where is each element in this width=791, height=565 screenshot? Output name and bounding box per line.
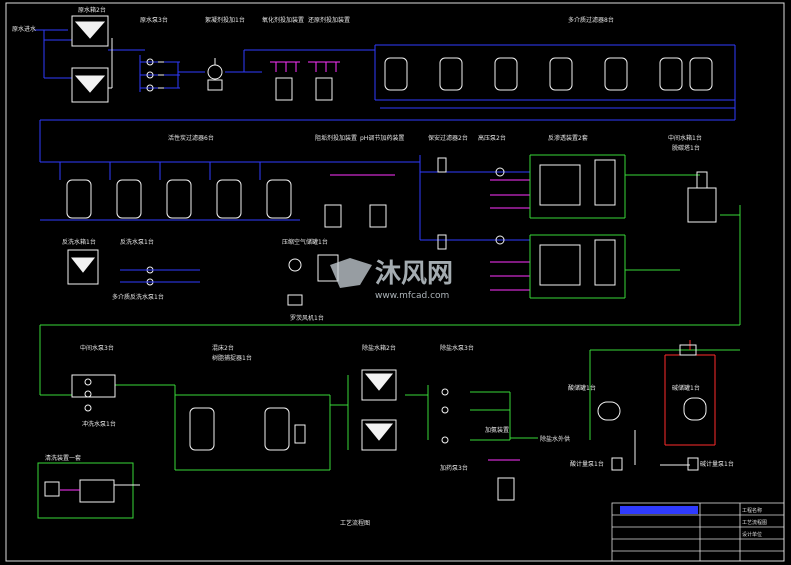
title-block-drawing-name: 工艺流程图	[742, 519, 767, 526]
watermark-brand: 沐风网	[375, 259, 453, 289]
label-mixed-bed: 混床2台	[212, 344, 234, 352]
label-carbon-filter: 活性炭过滤器6台	[168, 134, 214, 142]
label-dosing-pump: 加药泵3台	[440, 464, 468, 472]
raw-water-tanks	[71, 15, 109, 103]
label-raw-tank: 原水箱2台	[78, 6, 106, 14]
activated-carbon-filters	[66, 179, 292, 219]
label-backwash-tank: 反洗水箱1台	[62, 238, 96, 246]
row2-pipes	[39, 154, 741, 395]
mixed-bed-units	[189, 407, 306, 451]
row1-pipes	[34, 29, 736, 162]
label-mid-pump: 中间水泵3台	[80, 344, 114, 352]
multimedia-filters	[384, 57, 713, 91]
label-pure-pump: 除盐水泵3台	[440, 344, 474, 352]
label-security-filter: 保安过滤器2台	[428, 134, 468, 142]
title-block	[611, 502, 785, 562]
label-flush-pump: 冲洗水泵1台	[82, 420, 116, 428]
watermark-logo-icon	[330, 258, 372, 288]
watermark-url: www.mfcad.com	[375, 291, 449, 301]
raw-water-pumps	[146, 58, 164, 92]
label-flocculant: 絮凝剂投加1台	[205, 16, 245, 24]
mid-water-pumps	[71, 374, 116, 412]
label-intermediate-tank: 中间水箱1台	[668, 134, 702, 142]
pure-water-pumps	[441, 388, 449, 444]
flocculant-mixer	[207, 58, 223, 91]
security-filters	[437, 157, 505, 250]
cleaning-system-box	[37, 462, 140, 519]
label-acid-tank: 酸储罐1台	[568, 384, 596, 392]
oxidant-reductant-dosing	[270, 61, 340, 101]
label-inlet: 原水进水	[12, 25, 36, 33]
label-scale: 阻垢剂投加装置	[315, 134, 357, 142]
label-alkali-pump: 碱计量泵1台	[700, 460, 734, 468]
label-ammonia: 加氨装置	[485, 426, 509, 434]
label-mixed-bed-regen: 树脂捕捉器1台	[212, 354, 252, 362]
label-mm-backwash-pump: 多介质反洗水泵1台	[112, 293, 164, 301]
label-reductant: 还原剂投加装置	[308, 16, 350, 24]
compressed-air-unit	[287, 254, 339, 306]
degasser-tower	[687, 171, 717, 223]
label-degasser: 脱碳塔1台	[672, 144, 700, 152]
title-block-banner	[620, 506, 698, 514]
label-to-user: 除盐水外供	[540, 435, 570, 443]
title-block-project: 工程名称	[742, 507, 762, 514]
ro-units	[539, 159, 616, 286]
label-acid-pump: 酸计量泵1台	[570, 460, 604, 468]
scale-ph-dosing	[324, 204, 387, 228]
label-pure-tank: 除盐水箱2台	[362, 344, 396, 352]
label-oxidant: 氧化剂投加装置	[262, 16, 304, 24]
label-compressed-air: 压缩空气储罐1台	[282, 238, 328, 246]
title-block-company: 设计单位	[742, 531, 762, 538]
pure-water-tanks	[361, 369, 397, 451]
label-alkali-tank: 碱储罐1台	[672, 384, 700, 392]
label-backwash-pump: 反洗水泵1台	[120, 238, 154, 246]
label-ro: 反渗透装置2套	[548, 134, 588, 142]
label-blower: 罗茨风机1台	[290, 314, 324, 322]
backwash-equipment	[67, 249, 200, 286]
ammonia-dosing-unit	[488, 459, 520, 501]
label-multimedia-filter: 多介质过滤器8台	[568, 16, 614, 24]
watermark: 沐风网 www.mfcad.com	[330, 258, 453, 301]
label-hp-pump: 高压泵2台	[478, 134, 506, 142]
row3-pipes	[40, 340, 740, 471]
label-cleaning: 清洗装置一套	[45, 454, 81, 462]
drawing-frame	[5, 2, 785, 562]
acid-alkali-storage	[597, 344, 707, 471]
label-raw-pump: 原水泵3台	[140, 16, 168, 24]
label-ph: pH调节加药装置	[360, 134, 404, 142]
label-drawing-title: 工艺流程图	[340, 519, 370, 527]
